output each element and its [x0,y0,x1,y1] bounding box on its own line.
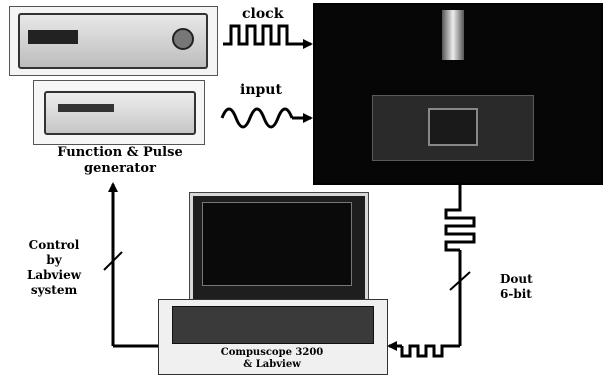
clock-waveform [223,26,295,44]
dout-waveform [446,200,474,250]
pc-input-waveform [402,346,450,356]
input-waveform [222,109,292,127]
